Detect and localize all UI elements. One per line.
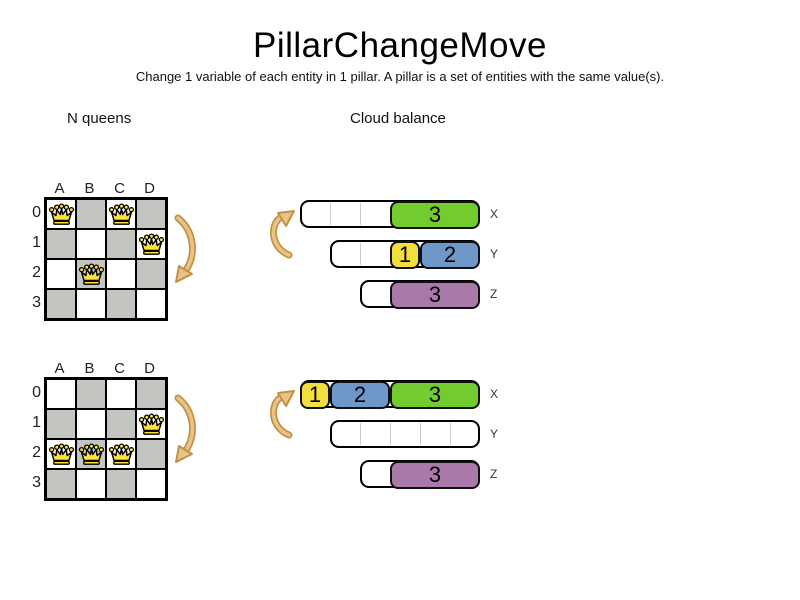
computer-label-x: X [490, 207, 499, 221]
column-header-C: C [114, 180, 126, 197]
page-title: PillarChangeMove [253, 26, 547, 65]
board-cell-D1 [136, 229, 166, 259]
board-cell-B1 [76, 409, 106, 439]
computer-bar-z: 3 [360, 280, 480, 309]
board-cell-C1 [106, 229, 136, 259]
process-block-green: 3 [390, 381, 480, 409]
board-cell-A0 [46, 199, 76, 229]
row-header-3: 3 [32, 294, 41, 311]
queen-icon [78, 443, 104, 465]
column-header-B: B [84, 180, 96, 197]
process-block-purple: 3 [390, 461, 480, 489]
row-header-2: 2 [32, 264, 41, 281]
computer-label-y: Y [490, 427, 499, 441]
queen-icon [78, 263, 104, 285]
row-header-0: 0 [32, 204, 41, 221]
process-block-blue: 2 [420, 241, 480, 269]
row-header-2: 2 [32, 444, 41, 461]
board-cell-A3 [46, 469, 76, 499]
queen-icon [108, 443, 134, 465]
board-move-arrow-down-icon [174, 394, 196, 463]
computer-bar-x: 3 [300, 200, 480, 229]
cloud-move-arrow-up-icon [270, 210, 295, 259]
board-cell-D3 [136, 469, 166, 499]
board-cell-B1 [76, 229, 106, 259]
capacity-divider [420, 423, 421, 445]
board-cell-B0 [76, 199, 106, 229]
board-cell-C3 [106, 469, 136, 499]
board-cell-B2 [76, 439, 106, 469]
queen-icon [48, 443, 74, 465]
cloud-move-arrow-up-icon [270, 390, 295, 439]
queen-icon [48, 203, 74, 225]
process-block-yellow: 1 [390, 241, 420, 269]
process-block-blue: 2 [330, 381, 390, 409]
column-header-C: C [114, 360, 126, 377]
row-header-1: 1 [32, 234, 41, 251]
queen-icon [108, 203, 134, 225]
process-block-purple: 3 [390, 281, 480, 309]
computer-label-x: X [490, 387, 499, 401]
board-cell-B0 [76, 379, 106, 409]
capacity-divider [360, 423, 361, 445]
nqueens-section-label: N queens [67, 110, 132, 127]
process-block-green: 3 [390, 201, 480, 229]
capacity-divider [360, 203, 361, 225]
board-cell-A2 [46, 439, 76, 469]
cloud-balance-section-label: Cloud balance [350, 110, 446, 127]
board-cell-D2 [136, 439, 166, 469]
board-cell-A3 [46, 289, 76, 319]
queen-icon [138, 413, 164, 435]
column-header-A: A [54, 360, 66, 377]
capacity-divider [330, 203, 331, 225]
column-header-D: D [144, 360, 156, 377]
board-cell-D0 [136, 379, 166, 409]
process-block-yellow: 1 [300, 381, 330, 409]
board-cell-C0 [106, 379, 136, 409]
capacity-divider [360, 243, 361, 265]
board-cell-C2 [106, 439, 136, 469]
column-header-A: A [54, 180, 66, 197]
board-grid [44, 197, 168, 321]
column-header-B: B [84, 360, 96, 377]
board-cell-A1 [46, 229, 76, 259]
row-header-3: 3 [32, 474, 41, 491]
page-subtitle: Change 1 variable of each entity in 1 pi… [135, 69, 665, 84]
board-cell-A0 [46, 379, 76, 409]
board-cell-B3 [76, 469, 106, 499]
board-cell-B2 [76, 259, 106, 289]
capacity-divider [450, 423, 451, 445]
board-move-arrow-down-icon [174, 214, 196, 283]
board-cell-B3 [76, 289, 106, 319]
board-cell-C2 [106, 259, 136, 289]
board-cell-C3 [106, 289, 136, 319]
board-cell-D2 [136, 259, 166, 289]
board-cell-C1 [106, 409, 136, 439]
board-cell-C0 [106, 199, 136, 229]
board-grid [44, 377, 168, 501]
board-cell-A1 [46, 409, 76, 439]
column-header-D: D [144, 180, 156, 197]
row-header-0: 0 [32, 384, 41, 401]
computer-label-y: Y [490, 247, 499, 261]
board-cell-D1 [136, 409, 166, 439]
row-header-1: 1 [32, 414, 41, 431]
computer-bar-z: 3 [360, 460, 480, 489]
board-cell-D3 [136, 289, 166, 319]
board-cell-D0 [136, 199, 166, 229]
computer-label-z: Z [490, 467, 498, 481]
computer-label-z: Z [490, 287, 498, 301]
board-cell-A2 [46, 259, 76, 289]
capacity-divider [390, 423, 391, 445]
queen-icon [138, 233, 164, 255]
computer-bar-y [330, 420, 480, 448]
